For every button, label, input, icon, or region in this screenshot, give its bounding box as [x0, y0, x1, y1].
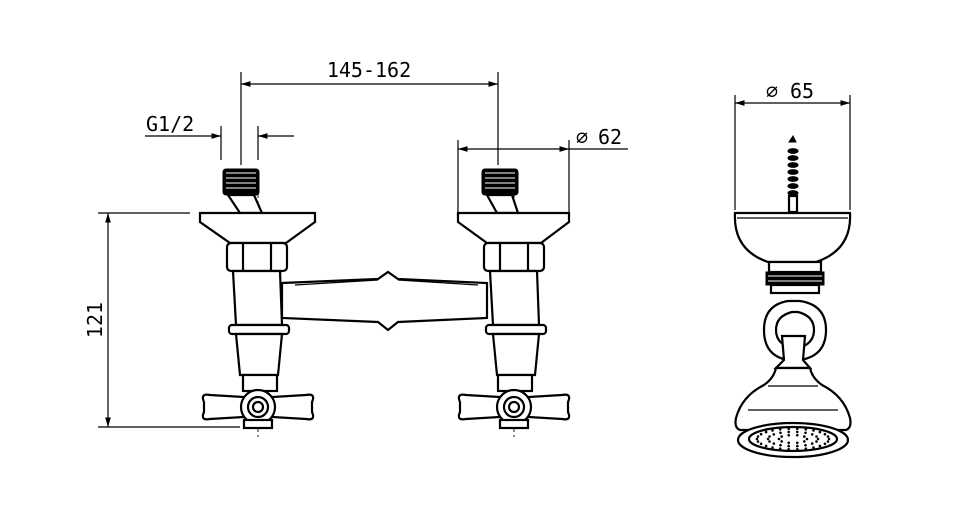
nozzle-dot — [759, 442, 763, 446]
nozzle-dot — [787, 444, 790, 448]
nozzle-dot — [771, 446, 774, 449]
nozzle-dot — [764, 444, 768, 448]
nozzle-dot — [766, 437, 770, 441]
nozzle-dot — [818, 444, 822, 448]
nozzle-dot — [787, 441, 790, 445]
nozzle-dot — [796, 430, 799, 434]
dimension-thread-label: G1/2 — [146, 112, 194, 136]
dimension-head-label: 65 — [790, 79, 814, 103]
nozzle-dot — [768, 435, 771, 438]
nozzle-dot — [768, 440, 771, 443]
dimension-center-distance-label: 145-162 — [327, 58, 411, 82]
dimension-center-distance: 145-162 — [240, 58, 499, 165]
nozzle-dot — [780, 440, 783, 443]
nozzle-dot — [826, 435, 830, 438]
nozzle-dot — [779, 443, 782, 447]
nozzle-dot — [804, 431, 807, 435]
nozzle-dot — [796, 433, 799, 437]
nozzle-dot — [823, 442, 827, 446]
nozzle-dot — [756, 435, 760, 438]
diameter-symbol-2: ⌀ — [766, 79, 778, 103]
nozzle-dot — [815, 440, 818, 443]
left-valve-body — [198, 168, 317, 440]
nozzle-dot — [804, 447, 808, 451]
nozzle-dot — [787, 430, 790, 434]
nozzle-dot — [787, 427, 790, 431]
nozzle-dot — [796, 427, 799, 431]
left-cross-handle — [201, 388, 315, 430]
dimension-head-diameter: ⌀ 65 — [734, 79, 851, 210]
nozzle-dot — [764, 430, 768, 434]
shower-head-side-view — [733, 135, 852, 459]
right-valve-body — [456, 168, 571, 440]
dimension-flange-diameter: ⌀ 62 — [457, 125, 628, 212]
nozzle-dot — [777, 437, 781, 441]
nozzle-dot — [771, 429, 774, 432]
nozzle-dot — [796, 448, 799, 451]
nozzle-dot — [755, 437, 759, 441]
nozzle-dot — [772, 433, 776, 436]
nozzle-dot — [756, 440, 760, 443]
nozzle-dot — [810, 442, 814, 445]
dimension-flange-label: 62 — [598, 125, 622, 149]
nozzle-dot — [818, 430, 822, 434]
nozzle-dot — [827, 437, 831, 441]
dimension-height-label: 121 — [83, 302, 107, 338]
nozzle-dot — [803, 440, 806, 443]
shower-nozzles — [755, 427, 831, 451]
right-cross-handle — [457, 388, 571, 430]
nozzle-dot — [772, 442, 776, 445]
nozzle-dot — [759, 432, 763, 436]
nozzle-dot — [805, 437, 809, 441]
nozzle-dot — [787, 433, 790, 437]
nozzle-dot — [780, 435, 783, 438]
nozzle-dot — [812, 446, 815, 449]
dimension-height: 121 — [83, 212, 240, 428]
nozzle-dot — [803, 435, 806, 438]
nozzle-dot — [804, 428, 808, 431]
nozzle-dot — [823, 432, 827, 436]
nozzle-dot — [796, 444, 799, 448]
nozzle-dot — [778, 428, 782, 431]
diameter-symbol: ⌀ — [576, 125, 588, 149]
nozzle-dot — [778, 447, 782, 451]
nozzle-dot — [787, 448, 790, 451]
nozzle-dot — [804, 443, 807, 447]
connecting-arm — [280, 270, 489, 332]
nozzle-dot — [815, 435, 818, 438]
nozzle-dot — [779, 431, 782, 435]
nozzle-dot — [816, 437, 820, 441]
dimension-thread: G1/2 — [145, 112, 294, 160]
nozzle-dot — [810, 433, 814, 436]
nozzle-dot — [796, 441, 799, 445]
nozzle-dot — [812, 429, 815, 432]
nozzle-dot — [826, 440, 830, 443]
